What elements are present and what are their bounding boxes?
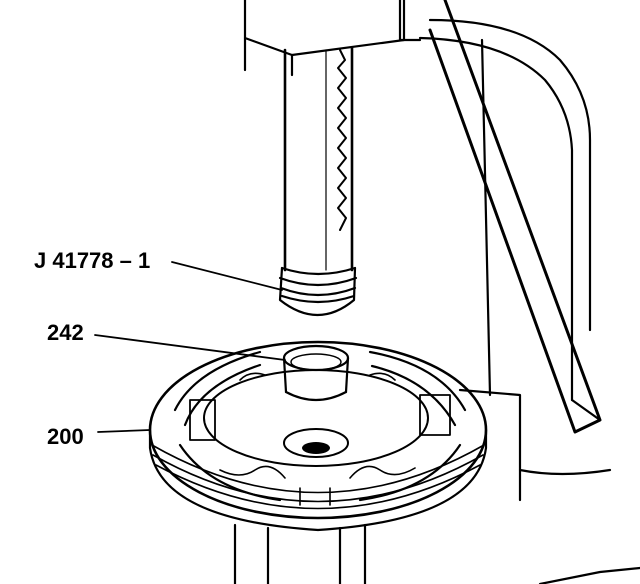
callout-200: 200 [47, 424, 84, 449]
leader-tool [171, 261, 283, 291]
tool-j41778-1 [278, 266, 358, 317]
leader-242 [94, 334, 286, 361]
bushing-242 [282, 344, 350, 402]
leader-200 [97, 429, 151, 433]
leader-lines [94, 261, 286, 433]
press-ram-housing [243, 0, 406, 77]
press-frame [398, 0, 640, 584]
press-ram-shaft [283, 46, 354, 272]
callout-242: 242 [47, 320, 84, 345]
plate-200 [148, 340, 488, 532]
callout-tool: J 41778 – 1 [34, 248, 151, 273]
press-base-support [233, 523, 367, 584]
